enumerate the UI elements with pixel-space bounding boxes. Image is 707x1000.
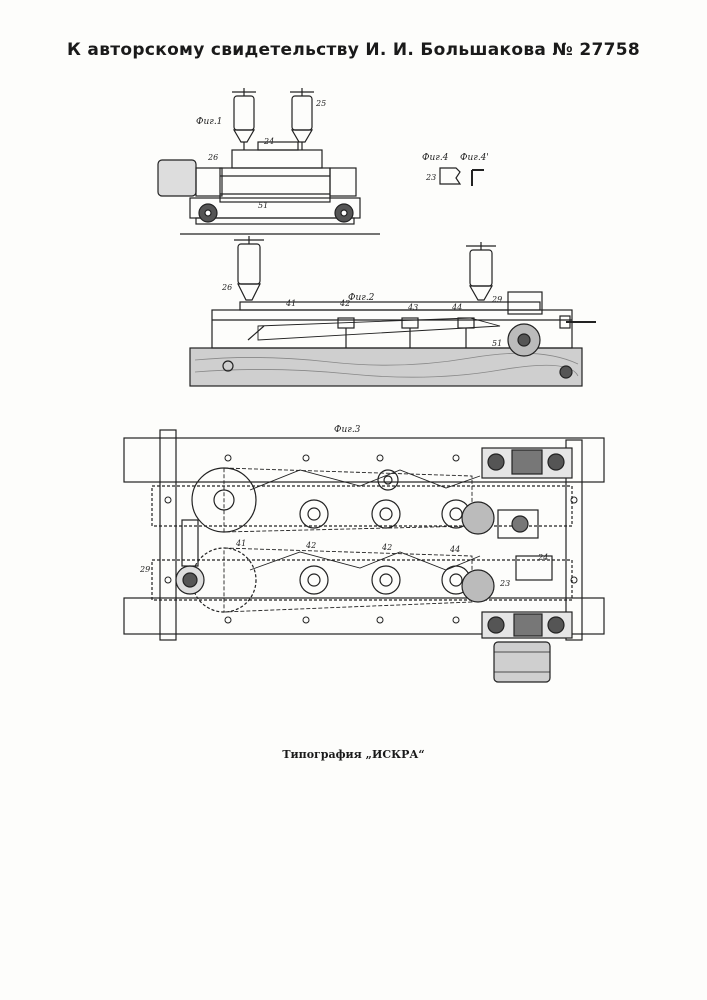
fig3-label: 44 <box>449 545 460 554</box>
fig1-label: 26 <box>207 153 218 162</box>
figure-4-drawing <box>440 168 484 186</box>
figure-1-drawing <box>158 88 380 234</box>
fig-3-caption: Фиг.3 <box>334 425 361 435</box>
fig1-label: 51 <box>258 201 268 210</box>
fig4-label: 23 <box>425 173 436 182</box>
fig2-label: 41 <box>285 299 296 308</box>
fig2-label: 29 <box>491 295 502 304</box>
printer-imprint: Типография „ИСКРА“ <box>0 748 707 761</box>
fig2-label: 51 <box>492 339 502 348</box>
fig2-label: 26 <box>221 283 232 292</box>
fig3-label: 42 <box>381 543 392 552</box>
fig3-label: 42 <box>305 541 316 550</box>
fig2-label: 42 <box>339 299 350 308</box>
fig1-label: 25 <box>315 99 326 108</box>
fig-4-caption: Фиг.4 <box>422 153 449 163</box>
fig1-label: 24 <box>263 137 274 146</box>
fig-2-caption: Фиг.2 <box>348 293 375 303</box>
figure-2-drawing <box>190 236 596 386</box>
fig-4a-caption: Фиг.4' <box>460 153 489 163</box>
fig3-label: 24 <box>537 553 548 562</box>
fig3-label: 29 <box>139 565 150 574</box>
figure-3-drawing <box>124 430 604 682</box>
fig3-label: 23 <box>499 579 510 588</box>
fig2-label: 44 <box>451 303 462 312</box>
fig3-label: 41 <box>235 539 246 548</box>
fig2-label: 43 <box>407 303 418 312</box>
fig-1-caption: Фиг.1 <box>196 117 222 127</box>
